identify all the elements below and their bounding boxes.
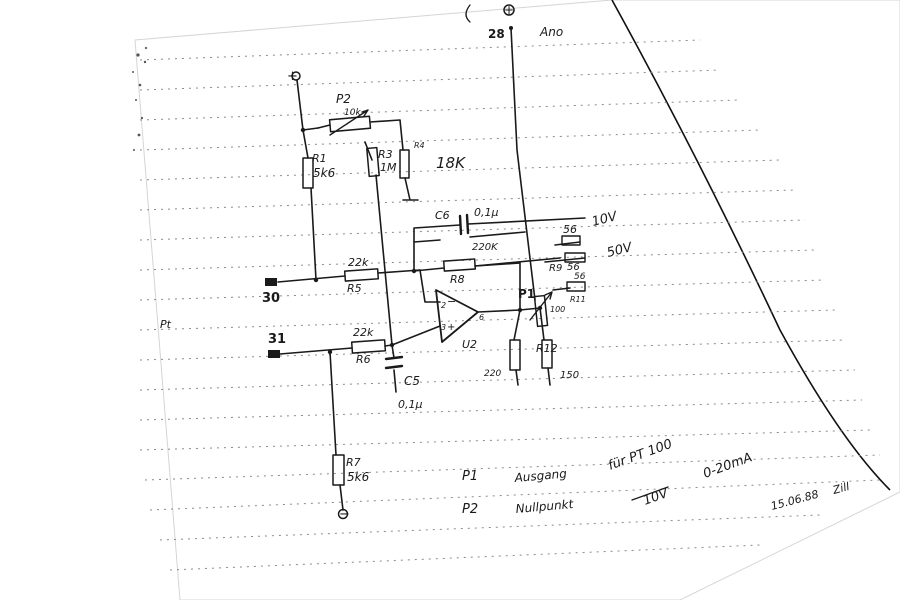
- circuit-wires: [277, 27, 586, 511]
- r1-name: R1: [312, 152, 327, 165]
- note-initials: Zill: [830, 480, 850, 497]
- terminal-30-pad: [265, 278, 277, 286]
- note-p1-text: Ausgang: [513, 466, 568, 485]
- p2-resistor-body: [328, 115, 372, 133]
- u2-pin6: 6: [479, 313, 484, 322]
- node-31-label: 31: [268, 332, 286, 347]
- supply-plus-top-symbol: [503, 4, 515, 16]
- r1-value: 5k6: [313, 166, 336, 180]
- tap-56-b: 56: [567, 262, 580, 273]
- r5-value: 22k: [348, 256, 369, 269]
- r7-resistor-body: [332, 454, 345, 486]
- p2-wiper-arrow: [329, 109, 369, 136]
- u2-opamp-symbol: [435, 289, 479, 343]
- voltage-10-label: 10V: [590, 209, 619, 230]
- r12-name: R12: [536, 342, 558, 355]
- r4-resistor-body: [399, 149, 410, 179]
- r11-name: R11: [570, 295, 586, 304]
- scan-speckle: [132, 46, 148, 151]
- r3-value: 1M: [380, 161, 397, 174]
- r12-resistor-body: [541, 339, 553, 369]
- r4-name: R4: [414, 141, 425, 150]
- supply-plus-left-symbol: [291, 71, 301, 81]
- r5-name: R5: [347, 282, 362, 295]
- voltage-50-label: 50V: [605, 240, 634, 261]
- u2-pin3: 3: [441, 323, 446, 332]
- c5-value: 0,1μ: [398, 398, 423, 411]
- u2-minus: −: [447, 295, 456, 308]
- note-p2-text: Nullpunkt: [515, 497, 575, 516]
- u2-pin2: 2: [441, 301, 446, 310]
- r7-name: R7: [346, 456, 361, 469]
- node-28-label: 28: [488, 27, 505, 41]
- r220-value: 220: [484, 369, 501, 379]
- u2-plus: +: [447, 322, 455, 333]
- terminal-31-pad: [268, 350, 280, 358]
- tap-56-a: 56: [563, 223, 577, 236]
- junction-dots: [300, 26, 543, 355]
- supply-minus-label: −: [339, 507, 350, 522]
- supply-plus-left-label: +: [287, 69, 298, 84]
- r6-resistor-body: [350, 339, 387, 354]
- r1-resistor-body: [302, 157, 314, 189]
- r6-name: R6: [356, 353, 371, 366]
- r9-name: R9: [549, 263, 562, 274]
- note-p1-label: P1: [462, 469, 478, 484]
- r3-resistor-body: [366, 146, 380, 178]
- margin-paren: [465, 4, 471, 23]
- node-30-label: 30: [262, 291, 280, 306]
- c6-capacitor: [458, 213, 470, 236]
- r8-name: R8: [450, 273, 465, 286]
- tap-56-c: 56: [574, 272, 586, 282]
- supply-plus-top-label: +: [504, 3, 514, 17]
- paper-sheet: [134, 0, 900, 600]
- r8-resistor-body: [442, 258, 477, 272]
- tap-56-a-box: [561, 235, 581, 246]
- note-p2-label: P2: [462, 502, 478, 517]
- r12-value: 150: [560, 370, 579, 381]
- r220-resistor-body: [509, 339, 521, 371]
- c6-name: C6: [435, 209, 450, 222]
- p1-wiper-arrow: [529, 291, 553, 321]
- r4-value: 18K: [436, 154, 466, 172]
- p1-name: P1: [518, 287, 535, 301]
- r6-value: 22k: [353, 326, 374, 339]
- margin-scribble: Pt: [160, 318, 172, 331]
- paper-edge-shadow: [611, 0, 891, 491]
- tap-56-b-box: [564, 252, 586, 263]
- r8-value: 220K: [472, 242, 499, 253]
- p2-value: 10k: [344, 108, 361, 118]
- p2-name: P2: [336, 92, 351, 106]
- label-ano: Ano: [539, 25, 563, 39]
- tap-56-c-box: [566, 281, 586, 292]
- notebook-lines: [139, 39, 881, 571]
- u2-name: U2: [462, 338, 477, 351]
- c5-capacitor: [384, 355, 404, 370]
- r5-resistor-body: [343, 268, 380, 282]
- note-strikethrough: [631, 486, 669, 501]
- supply-minus-symbol: [337, 508, 349, 520]
- r7-value: 5k6: [347, 470, 370, 484]
- c6-value: 0,1μ: [474, 206, 499, 219]
- p1-value: 100: [550, 305, 565, 314]
- c5-name: C5: [404, 374, 420, 388]
- r3-name: R3: [378, 148, 393, 161]
